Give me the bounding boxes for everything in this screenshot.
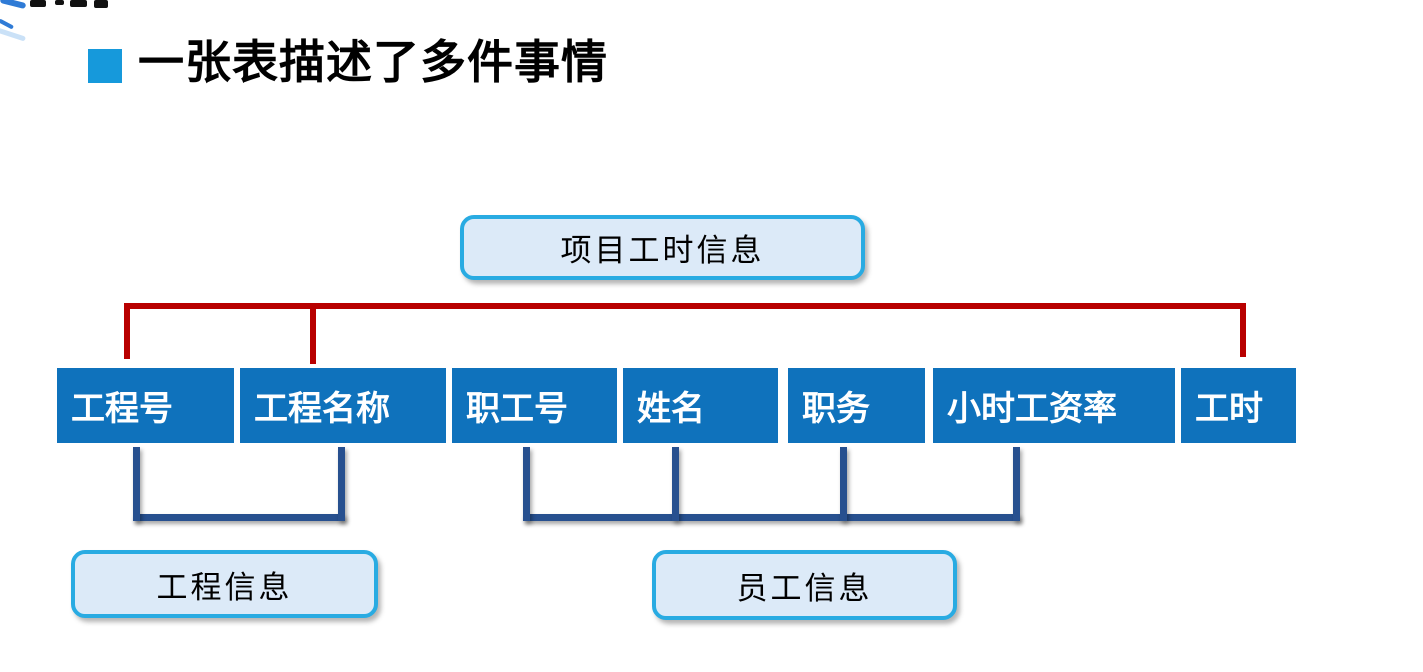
logo-fragment-icon <box>0 0 27 10</box>
logo-fragment-icon <box>55 0 64 5</box>
employee-bracket-tick <box>840 447 847 521</box>
table-column-cell: 工程名称 <box>240 368 446 443</box>
table-column-cell: 姓名 <box>623 368 778 443</box>
slide-heading: 一张表描述了多件事情 <box>88 26 608 92</box>
table-column-cell: 工程号 <box>57 368 234 443</box>
table-header-row: 工程号工程名称职工号姓名职务小时工资率工时 <box>0 368 1423 443</box>
employee-info-label-text: 员工信息 <box>736 570 873 606</box>
project-info-label-box: 工程信息 <box>71 550 378 618</box>
logo-fragment-icon <box>0 18 15 30</box>
table-column-cell: 职务 <box>788 368 925 443</box>
employee-bracket-horizontal-line <box>523 514 1020 521</box>
logo-fragment-icon <box>70 0 87 7</box>
employee-info-label-box: 员工信息 <box>652 550 957 620</box>
red-bracket-horizontal-line <box>124 303 1246 309</box>
employee-bracket-tick <box>672 447 679 521</box>
top-label-text: 项目工时信息 <box>560 233 765 268</box>
logo-fragment-icon <box>0 27 27 42</box>
red-bracket-tick <box>1240 303 1246 357</box>
logo-fragment-icon <box>30 0 46 7</box>
employee-bracket-tick <box>523 447 530 521</box>
logo-fragment-icon <box>94 0 108 8</box>
table-column-cell: 小时工资率 <box>933 368 1175 443</box>
heading-bullet-icon <box>88 49 122 83</box>
table-column-cell: 职工号 <box>452 368 617 443</box>
red-bracket-tick <box>124 303 130 359</box>
project-info-label-text: 工程信息 <box>156 569 293 605</box>
red-bracket-tick <box>310 303 316 364</box>
employee-bracket-tick <box>1013 447 1020 521</box>
project-bracket-horizontal-line <box>133 514 345 521</box>
top-label-box: 项目工时信息 <box>460 215 865 280</box>
table-column-cell: 工时 <box>1181 368 1296 443</box>
project-bracket-tick <box>133 447 140 521</box>
project-bracket-tick <box>338 447 345 521</box>
heading-title: 一张表描述了多件事情 <box>138 35 608 89</box>
